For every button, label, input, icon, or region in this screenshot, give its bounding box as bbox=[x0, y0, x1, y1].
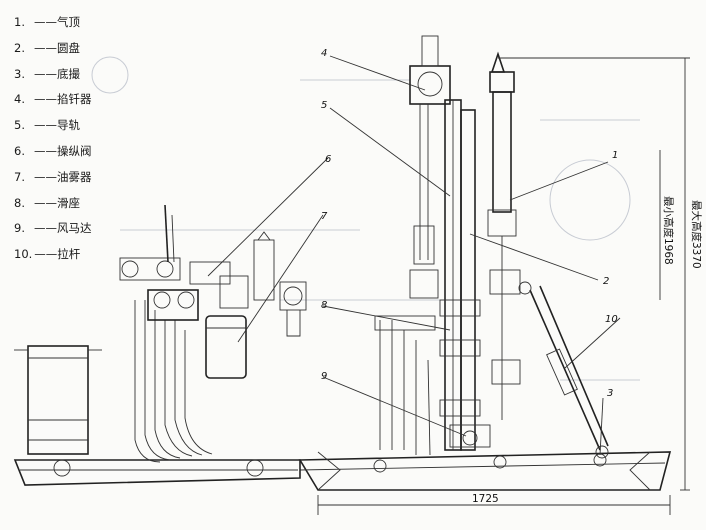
length-dimension: 1725 bbox=[317, 493, 671, 515]
base-length-label: 1725 bbox=[472, 493, 499, 505]
lubricator bbox=[205, 231, 307, 379]
height-dimensions: 最大高度3370 最小高度1968 bbox=[498, 57, 703, 491]
legend-item: 4.——掐钎器 bbox=[14, 92, 92, 107]
legend-item: 2.——圆盘 bbox=[14, 40, 80, 55]
tension-rod bbox=[518, 281, 609, 459]
legend-item: 8.——滑座 bbox=[14, 195, 80, 210]
legend-item: 5.——导轨 bbox=[14, 118, 80, 133]
control-valve bbox=[119, 204, 249, 321]
max-height-label: 最大高度3370 bbox=[690, 200, 703, 269]
drill-feed-head bbox=[409, 35, 451, 299]
callout-label: 10 bbox=[605, 314, 618, 325]
callout-label: 2 bbox=[603, 276, 609, 287]
callout-label: 5 bbox=[321, 100, 327, 111]
callout-label: 4 bbox=[321, 48, 327, 59]
callout-label: 6 bbox=[325, 154, 331, 165]
legend-item: 3.——底撮 bbox=[14, 66, 80, 81]
legend-item: 1.——气顶 bbox=[14, 15, 80, 29]
callout-label: 3 bbox=[607, 388, 613, 399]
legend-item: 10.——拉杆 bbox=[14, 247, 81, 262]
legend-item: 9.——风马达 bbox=[14, 221, 92, 236]
callout-label: 9 bbox=[321, 371, 327, 382]
air-top-cylinder bbox=[487, 51, 521, 420]
left-cart bbox=[14, 345, 102, 455]
guide-rail bbox=[439, 99, 481, 451]
callout-labels: 1 2 3 4 5 6 7 8 9 10 bbox=[321, 48, 618, 399]
left-base-frame bbox=[13, 459, 301, 486]
callout-label: 1 bbox=[612, 150, 618, 161]
legend-item: 7.——油雾器 bbox=[14, 169, 92, 184]
hose-bundle-right bbox=[374, 315, 491, 456]
legend-item: 6.——操纵阀 bbox=[14, 143, 92, 158]
background-bleed-lines bbox=[91, 56, 640, 381]
right-base-frame bbox=[298, 451, 672, 491]
callout-leaders bbox=[207, 55, 621, 456]
min-height-label: 最小高度1968 bbox=[662, 196, 675, 265]
parts-legend: 1.——气顶 2.——圆盘 3.——底撮 4.——掐钎器 5.——导轨 6.——… bbox=[14, 10, 134, 268]
hose-bundle-left bbox=[134, 300, 213, 463]
callout-label: 7 bbox=[321, 211, 328, 222]
callout-label: 8 bbox=[321, 300, 327, 311]
